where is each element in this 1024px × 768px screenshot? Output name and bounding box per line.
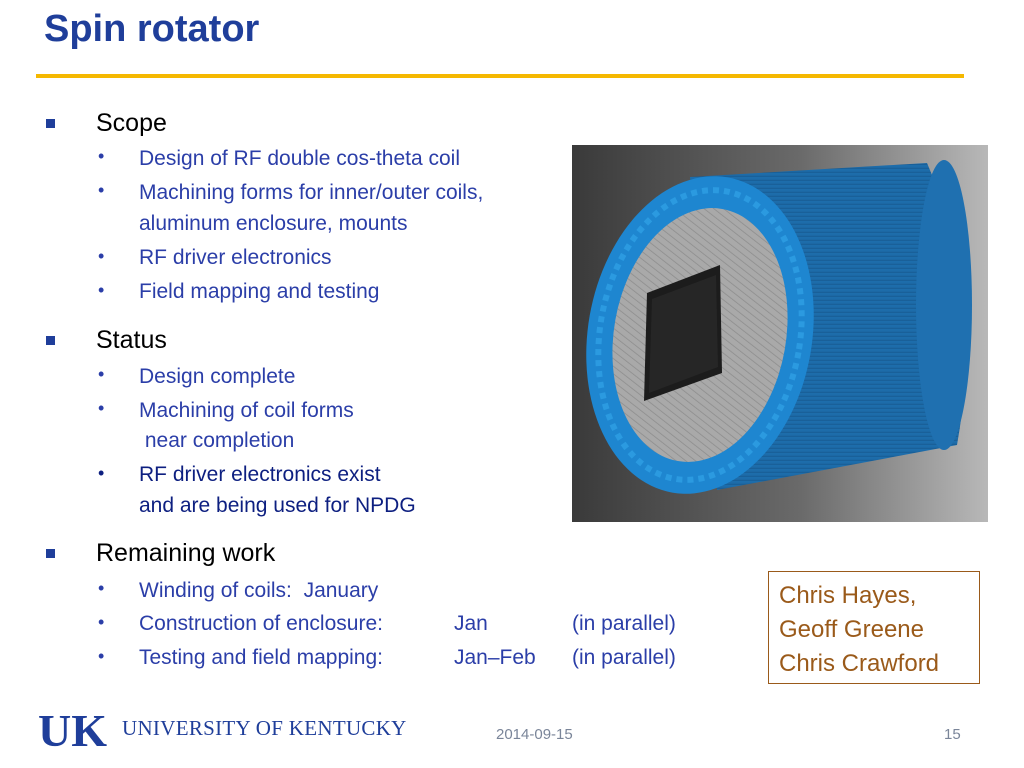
status-item-1: Design complete [139, 365, 296, 388]
page-number: 15 [944, 726, 961, 743]
scope-item-3: RF driver electronics [139, 246, 332, 269]
status-item-3-line-1: RF driver electronics exist [139, 463, 381, 486]
remaining-item-1: Winding of coils: January [139, 579, 379, 602]
remaining-item-2-date: Jan [454, 612, 488, 635]
scope-item-4: Field mapping and testing [139, 280, 380, 303]
remaining-item-2-note: (in parallel) [572, 612, 676, 635]
bullet-dot-icon: • [98, 246, 105, 266]
bullet-dot-icon: • [98, 280, 105, 300]
remaining-item-3-task: Testing and field mapping: [139, 646, 383, 669]
footer-date: 2014-09-15 [496, 726, 573, 743]
section-bullet-icon [46, 336, 55, 345]
credit-line-2: Geoff Greene [779, 616, 924, 643]
bullet-dot-icon: • [98, 398, 105, 418]
svg-text:UK: UK [38, 706, 107, 750]
spin-rotator-coil-image [572, 145, 988, 522]
remaining-item-3-note: (in parallel) [572, 646, 676, 669]
credit-line-1: Chris Hayes, [779, 582, 917, 609]
bullet-dot-icon: • [98, 364, 105, 384]
status-item-3-line-2: and are being used for NPDG [139, 494, 416, 517]
status-item-2-line-2: near completion [139, 429, 295, 452]
university-name: UNIVERSITY OF KENTUCKY [122, 716, 407, 740]
remaining-item-2-task: Construction of enclosure: [139, 612, 383, 635]
remaining-item-3-date: Jan–Feb [454, 646, 536, 669]
bullet-dot-icon: • [98, 463, 105, 483]
credit-line-3: Chris Crawford [779, 650, 940, 677]
bullet-dot-icon: • [98, 578, 105, 598]
section-heading-remaining-work: Remaining work [96, 539, 276, 567]
status-item-2-line-1: Machining of coil forms [139, 399, 354, 422]
scope-item-1: Design of RF double cos-theta coil [139, 147, 460, 170]
bullet-dot-icon: • [98, 646, 105, 666]
credits-box: Chris Hayes, Geoff Greene Chris Crawford [768, 571, 980, 684]
bullet-dot-icon: • [98, 146, 105, 166]
section-bullet-icon [46, 549, 55, 558]
section-bullet-icon [46, 119, 55, 128]
slide-title: Spin rotator [44, 8, 260, 50]
scope-item-2-line-1: Machining forms for inner/outer coils, [139, 181, 484, 204]
scope-item-2-line-2: aluminum enclosure, mounts [139, 212, 408, 235]
bullet-dot-icon: • [98, 180, 105, 200]
section-heading-status: Status [96, 326, 167, 354]
section-heading-scope: Scope [96, 109, 167, 137]
uk-logo-mark-icon: UK [38, 706, 107, 750]
title-underline [36, 74, 964, 78]
bullet-dot-icon: • [98, 612, 105, 632]
